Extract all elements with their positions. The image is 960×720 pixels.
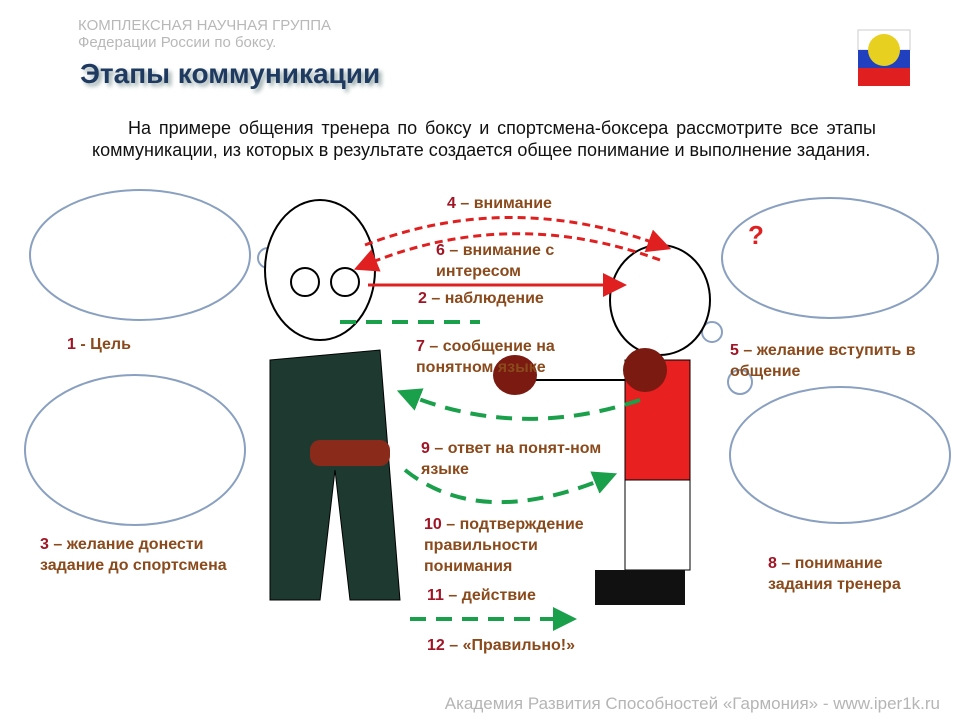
stage-8: 8 – понимание задания тренера xyxy=(768,555,901,593)
stage-11: 11 – действие xyxy=(427,587,536,604)
federation-logo xyxy=(857,29,911,86)
org-line-1: КОМПЛЕКСНАЯ НАУЧНАЯ ГРУППА xyxy=(78,17,332,34)
org-line-2: Федерации России по боксу. xyxy=(78,34,277,51)
stage-5: 5 – желание вступить в общение xyxy=(730,342,916,380)
boxer-figure xyxy=(493,244,711,605)
footer-credit: Академия Развития Способностей «Гармония… xyxy=(444,694,940,713)
stage-3: 3 – желание донести задание до спортсмен… xyxy=(40,536,227,574)
question-mark: ? xyxy=(748,220,764,250)
stage-1: 1 - Цель xyxy=(67,336,131,353)
stage-7: 7 – сообщение на понятном языке xyxy=(416,338,555,376)
stage-4: 4 – внимание xyxy=(447,195,552,212)
stage-6: 6 – внимание с интересом xyxy=(436,242,555,280)
arrow-message xyxy=(396,388,641,421)
coach-figure xyxy=(264,199,401,601)
thought-bubble-desire xyxy=(721,197,939,319)
thought-bubble-goal xyxy=(29,189,251,321)
intro-text: На примере общения тренера по боксу и сп… xyxy=(92,118,876,160)
stage-2: 2 – наблюдение xyxy=(418,290,544,307)
arrow-interest xyxy=(353,232,661,272)
arrow-attention xyxy=(364,216,672,253)
thought-bubble-understanding xyxy=(729,386,951,524)
page-title: Этапы коммуникации xyxy=(80,58,381,89)
stage-10: 10 – подтверждение правильности понимани… xyxy=(424,516,584,575)
stage-12: 12 – «Правильно!» xyxy=(427,637,575,654)
thought-bubble-task xyxy=(24,374,246,526)
stage-9: 9 – ответ на понят-ном языке xyxy=(421,440,602,478)
